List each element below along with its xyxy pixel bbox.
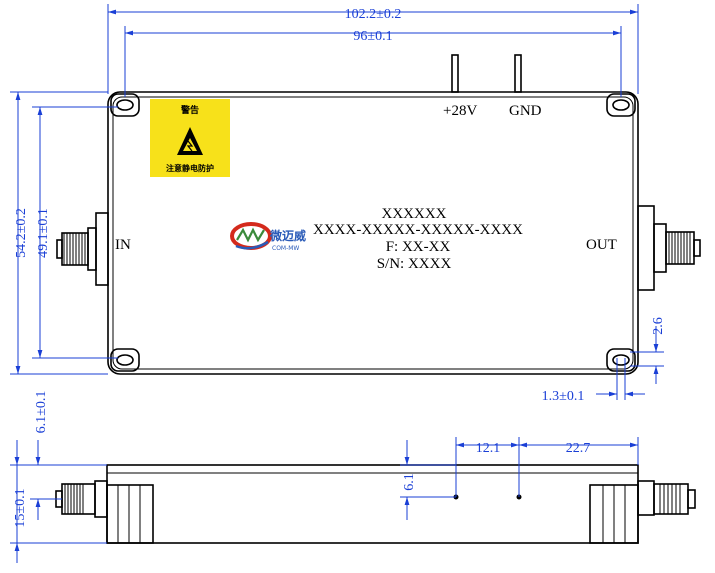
dim-overall-width: 102.2±0.2	[345, 7, 402, 22]
side-output-connector	[637, 480, 696, 516]
sma-output-connector	[637, 205, 701, 291]
sma-input-connector	[56, 212, 109, 286]
output-label: OUT	[586, 237, 617, 253]
dim-hole-spacing-x: 96±0.1	[353, 29, 392, 44]
dim-hole-spacing-y: 49.1±0.1	[36, 208, 51, 258]
ground-label: GND	[509, 103, 542, 119]
serial-text: S/N: XXXX	[377, 256, 452, 272]
esd-warning-label: 警告 注意静电防护	[150, 99, 230, 177]
dim-side-height: 15±0.1	[13, 488, 28, 527]
side-view: 15±0.1 6.1±0.1 6.1 12.1 22.7	[10, 391, 696, 563]
company-logo: 微迈威 COM-MW	[230, 222, 306, 252]
model-text: XXXXXX	[382, 206, 447, 222]
dim-pin-height: 6.1	[402, 473, 417, 491]
part-number-text: XXXX-XXXXX-XXXXX-XXXX	[313, 222, 523, 238]
dim-overall-height: 54.2±0.2	[14, 208, 29, 258]
dim-pin-pos-a: 12.1	[476, 441, 501, 456]
mounting-hole-br	[606, 348, 636, 372]
dim-hole-diameter: 1.3±0.1	[542, 389, 585, 404]
dim-pin-pos-b: 22.7	[566, 441, 591, 456]
dim-side-flange: 6.1±0.1	[34, 391, 49, 434]
side-input-connector	[55, 480, 108, 518]
mounting-hole-bl	[110, 348, 140, 372]
warning-subtitle: 注意静电防护	[166, 163, 214, 173]
logo-name: 微迈威	[269, 228, 306, 243]
esd-hand-icon	[186, 140, 194, 152]
pin-power	[451, 54, 459, 93]
logo-tagline: COM-MW	[272, 245, 299, 252]
side-body-outline	[106, 464, 639, 544]
housing-inner-edge	[112, 96, 634, 370]
top-view: 警告 注意静电防护 微迈威 COM-MW +28V GND IN OUT XXX…	[10, 4, 701, 404]
input-label: IN	[115, 237, 131, 253]
pin-ground	[514, 54, 522, 93]
dim-pin-offset: 2.6	[651, 317, 666, 335]
power-label: +28V	[443, 103, 477, 119]
warning-title: 警告	[181, 104, 199, 116]
frequency-text: F: XX-XX	[386, 239, 451, 255]
